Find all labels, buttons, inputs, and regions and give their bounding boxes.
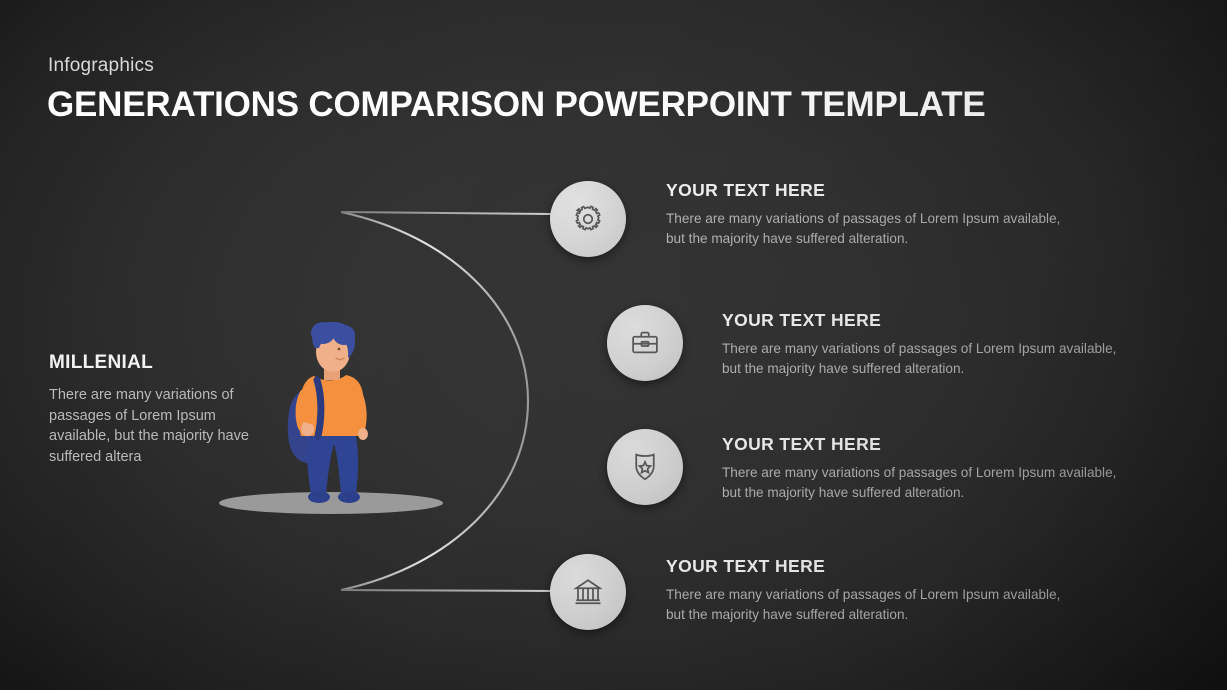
millenial-title: MILLENIAL: [49, 352, 154, 373]
connector-line-1: [340, 211, 553, 215]
item-text-block-3: YOUR TEXT HERE There are many variations…: [722, 434, 1122, 502]
hair-puff-left: [311, 322, 335, 344]
arm-left: [295, 390, 310, 433]
backpack-strap: [313, 376, 325, 440]
item-title-4: YOUR TEXT HERE: [666, 556, 826, 576]
shoe-right: [338, 491, 360, 503]
mouth: [335, 357, 345, 361]
briefcase-icon: [632, 331, 658, 354]
item-title-3: YOUR TEXT HERE: [722, 434, 882, 454]
eye: [337, 347, 341, 351]
icon-circle-4[interactable]: [550, 554, 626, 630]
connector-line-4: [340, 589, 553, 592]
hand-right: [358, 428, 368, 440]
item-body-1: There are many variations of passages of…: [666, 211, 1061, 246]
arc-path: [340, 210, 530, 592]
hand-left: [301, 422, 315, 437]
shield-star-icon: [635, 453, 655, 481]
hair-puff-right: [333, 325, 355, 345]
pants: [307, 432, 359, 494]
page-title: GENERATIONS COMPARISON POWERPOINT TEMPLA…: [47, 85, 986, 124]
gear-icon: [575, 205, 601, 231]
floor-shadow-ellipse: [219, 492, 443, 514]
shirt: [298, 375, 365, 436]
icon-circle-1[interactable]: [550, 181, 626, 257]
millenial-body: There are many variations of passages of…: [49, 387, 249, 465]
item-title-1: YOUR TEXT HERE: [666, 180, 826, 200]
item-body-2: There are many variations of passages of…: [722, 341, 1117, 376]
shoe-left: [308, 491, 330, 503]
item-text-block-1: YOUR TEXT HERE There are many variations…: [666, 180, 1066, 248]
item-title-2: YOUR TEXT HERE: [722, 310, 882, 330]
eyebrow-label: Infographics: [48, 55, 154, 76]
millenial-panel: MILLENIAL There are many variations of p…: [49, 352, 279, 467]
item-text-block-4: YOUR TEXT HERE There are many variations…: [666, 556, 1066, 624]
item-text-block-2: YOUR TEXT HERE There are many variations…: [722, 310, 1122, 378]
millenial-character-illustration: [219, 321, 443, 514]
arm-right: [356, 390, 367, 430]
icon-circle-2[interactable]: [607, 305, 683, 381]
item-body-4: There are many variations of passages of…: [666, 587, 1061, 622]
bank-icon: [573, 579, 603, 605]
item-body-3: There are many variations of passages of…: [722, 465, 1117, 500]
icon-circle-3[interactable]: [607, 429, 683, 505]
